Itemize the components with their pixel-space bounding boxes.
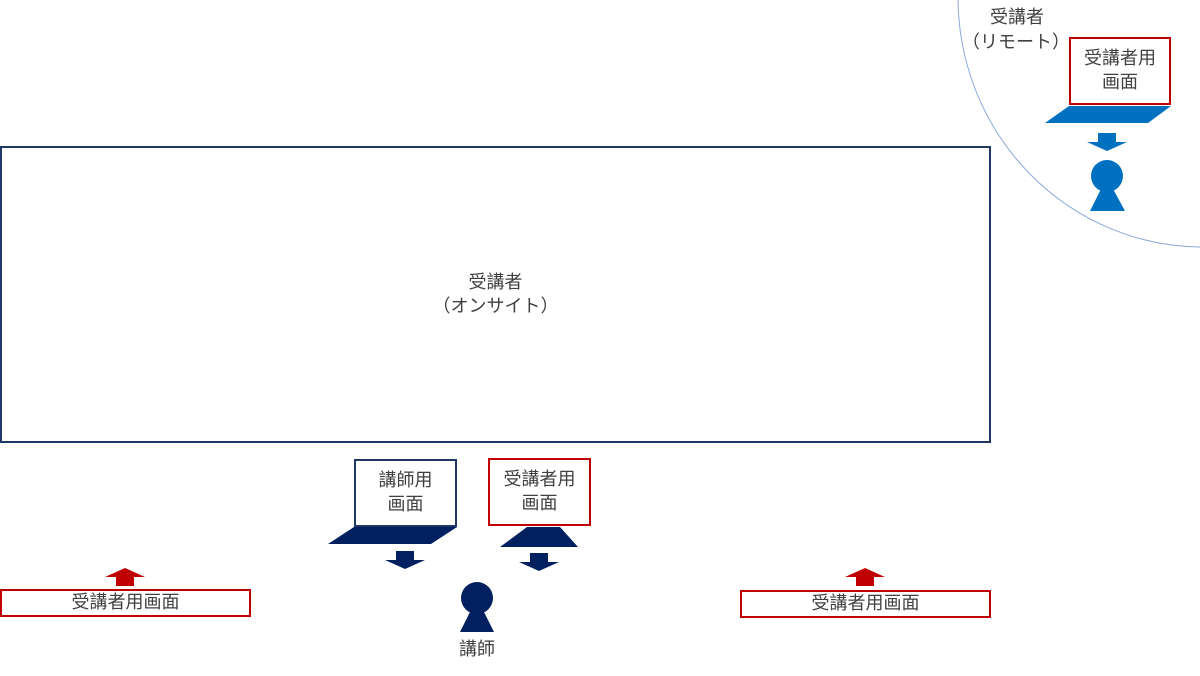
onsite-label-line2: （オンサイト） bbox=[432, 295, 559, 317]
remote-person-icon bbox=[1090, 160, 1125, 211]
student-monitor-base bbox=[500, 527, 578, 547]
student-screen-center: 受講者用 画面 bbox=[488, 458, 591, 526]
right-student-screen: 受講者用画面 bbox=[740, 590, 991, 618]
right-screen-label: 受講者用画面 bbox=[811, 593, 920, 614]
remote-label-line1: 受講者 bbox=[990, 7, 1044, 28]
remote-screen-line2: 画面 bbox=[1102, 72, 1138, 93]
arrow-up-icon bbox=[105, 568, 145, 586]
left-screen-label: 受講者用画面 bbox=[71, 592, 180, 613]
arrow-down-icon bbox=[1087, 133, 1127, 151]
remote-screen-line1: 受講者用 bbox=[1084, 48, 1156, 69]
onsite-label-line1: 受講者 bbox=[468, 271, 523, 293]
remote-laptop-base bbox=[1045, 106, 1171, 123]
arrow-up-icon bbox=[845, 568, 885, 586]
remote-area-arc bbox=[957, 0, 1200, 248]
onsite-students-area: 受講者 （オンサイト） bbox=[0, 146, 991, 443]
instructor-screen-line2: 画面 bbox=[387, 494, 424, 515]
arrow-down-icon bbox=[385, 551, 425, 569]
arrow-down-icon bbox=[519, 553, 559, 571]
student-screen-line1: 受講者用 bbox=[503, 469, 576, 490]
student-screen-line2: 画面 bbox=[521, 493, 558, 514]
remote-label-line2: （リモート） bbox=[962, 32, 1070, 53]
instructor-laptop-base bbox=[328, 527, 457, 544]
instructor-screen: 講師用 画面 bbox=[354, 459, 457, 527]
remote-student-screen: 受講者用 画面 bbox=[1069, 37, 1171, 105]
instructor-person-icon bbox=[460, 582, 494, 632]
instructor-label: 講師 bbox=[459, 639, 495, 660]
left-student-screen: 受講者用画面 bbox=[0, 589, 251, 617]
instructor-screen-line1: 講師用 bbox=[378, 470, 433, 491]
